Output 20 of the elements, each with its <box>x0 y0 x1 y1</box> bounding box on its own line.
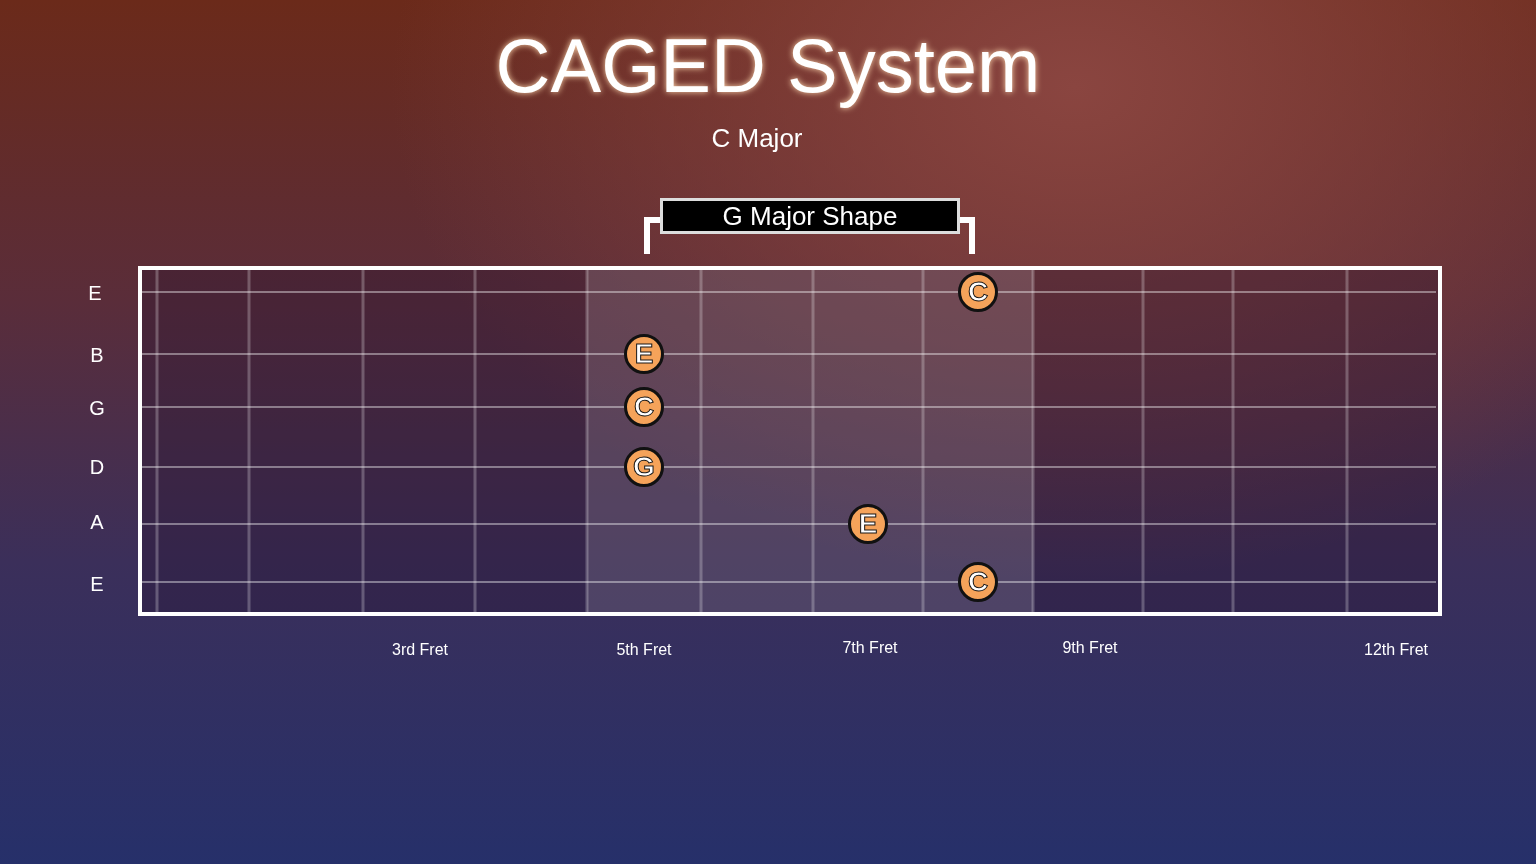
title: CAGED System <box>494 22 1042 109</box>
string-name: A <box>90 510 104 534</box>
note-marker: E <box>624 334 664 374</box>
note-marker: C <box>958 272 998 312</box>
fret-label: 12th Fret <box>1364 641 1428 659</box>
fret-label: 7th Fret <box>842 639 898 657</box>
note-marker: C <box>624 387 664 427</box>
shape-label: G Major Shape <box>660 198 960 234</box>
fret-label: 3rd Fret <box>392 641 448 659</box>
note-marker: G <box>624 447 664 487</box>
note-marker: E <box>848 504 888 544</box>
fret-label: 9th Fret <box>1062 639 1118 657</box>
fret-label: 5th Fret <box>616 641 672 659</box>
string-name: B <box>90 343 104 367</box>
note-marker: C <box>958 562 998 602</box>
string-name: G <box>89 396 105 420</box>
subtitle: C Major <box>711 122 803 154</box>
string-name: D <box>89 455 105 479</box>
string-name: E <box>88 281 102 305</box>
string-name: E <box>90 572 104 596</box>
